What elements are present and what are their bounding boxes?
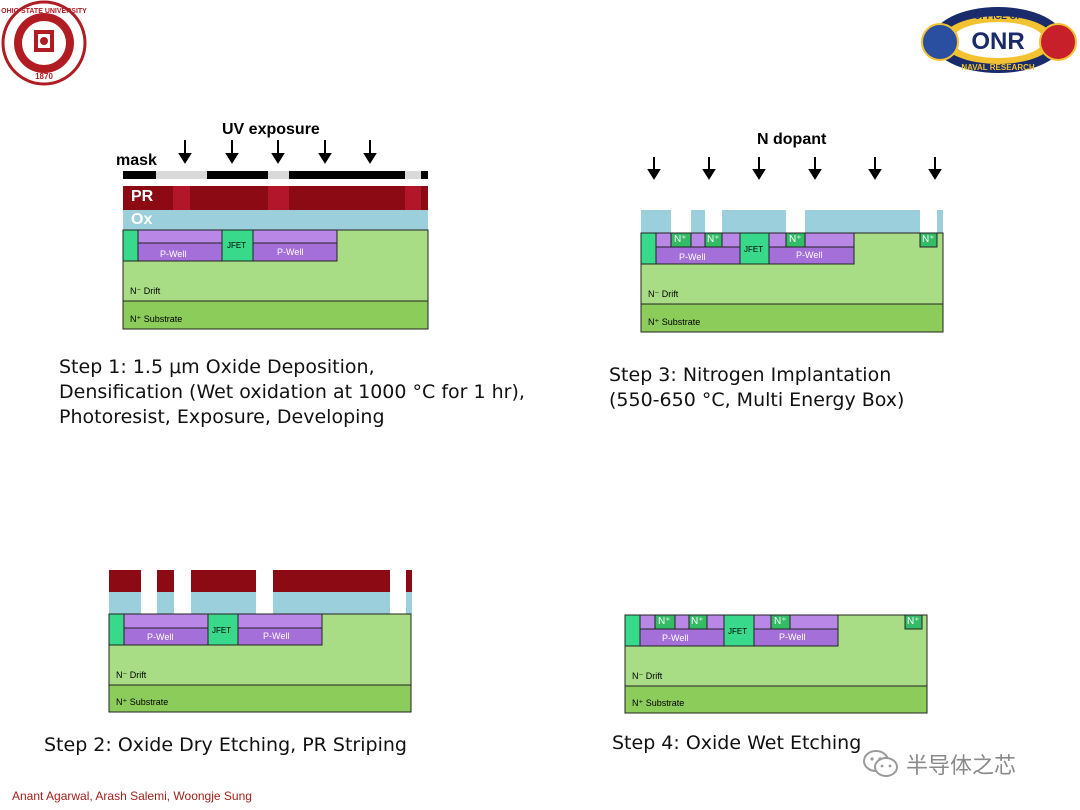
step1-caption-line2: Densification (Wet oxidation at 1000 °C … (59, 381, 525, 403)
wechat-icon (863, 750, 898, 777)
onr-bottom-text: NAVAL RESEARCH (961, 63, 1035, 72)
patterned-oxide (641, 210, 943, 234)
onr-logo: OFFICE OF ONR NAVAL RESEARCH (921, 7, 1077, 73)
step1-caption: Step 1: 1.5 μm Oxide Deposition, Densifi… (59, 355, 525, 430)
step2-pwell-right: P-Well (263, 631, 290, 641)
patterned-oxide (109, 592, 412, 614)
uv-arrows (178, 140, 377, 164)
oxide-layer (123, 210, 428, 230)
nplus-region (770, 614, 791, 630)
photoresist-layer (123, 186, 428, 210)
jfet-left (122, 229, 139, 262)
nplus-region (688, 614, 708, 630)
step3-jfet-label: JFET (744, 245, 764, 254)
step1-substrate-label: N⁺ Substrate (130, 314, 183, 324)
step4-nplus-4: N⁺ (907, 616, 920, 627)
step1-ox-label: Ox (131, 211, 153, 228)
step4-nplus-3: N⁺ (774, 616, 787, 627)
step4-diagram (624, 614, 928, 714)
step4-drift-label: N⁻ Drift (632, 671, 663, 681)
step3-nplus-2: N⁺ (707, 234, 720, 245)
n-dopant-arrows (647, 157, 942, 180)
step1-header: UV exposure (222, 121, 320, 138)
step4-jfet-label: JFET (728, 627, 748, 636)
step4-substrate-label: N⁺ Substrate (632, 698, 685, 708)
nplus-region (670, 232, 692, 248)
step4-caption: Step 4: Oxide Wet Etching (612, 732, 862, 754)
step2-substrate-label: N⁺ Substrate (116, 697, 169, 707)
step1-pwell-label-left: P-Well (160, 249, 187, 259)
step2-pwell-left: P-Well (147, 632, 174, 642)
step3-nplus-4: N⁺ (922, 234, 935, 245)
nplus-region (654, 614, 676, 630)
step4-pwell-right: P-Well (779, 632, 806, 642)
step3-caption-line1: Step 3: Nitrogen Implantation (609, 364, 892, 386)
onr-top-text: OFFICE OF (974, 11, 1022, 21)
step2-jfet-label: JFET (212, 626, 232, 635)
nplus-region (919, 232, 938, 248)
step3-drift-label: N⁻ Drift (648, 289, 679, 299)
step3-nplus-3: N⁺ (789, 234, 802, 245)
step1-pwell-label-right: P-Well (277, 247, 304, 257)
step4-nplus-1: N⁺ (658, 616, 671, 627)
step4-nplus-2: N⁺ (691, 616, 704, 627)
step4-pwell-left: P-Well (662, 633, 689, 643)
mask-bar (123, 171, 428, 179)
step3-nplus-1: N⁺ (674, 234, 687, 245)
step2-caption: Step 2: Oxide Dry Etching, PR Striping (44, 734, 407, 756)
step3-substrate-label: N⁺ Substrate (648, 317, 701, 327)
step3-caption-line2: (550-650 °C, Multi Energy Box) (609, 389, 905, 411)
nplus-region (704, 232, 723, 248)
onr-center-text: ONR (971, 28, 1024, 55)
jfet-center (221, 229, 254, 262)
nplus-region (904, 614, 923, 630)
step1-pr-label: PR (131, 188, 154, 205)
step2-drift-label: N⁻ Drift (116, 670, 147, 680)
step3-pwell-left: P-Well (679, 252, 706, 262)
step3-header: N dopant (757, 131, 827, 148)
step1-mask-label: mask (116, 152, 157, 169)
watermark-text: 半导体之芯 (906, 754, 1017, 779)
step3-pwell-right: P-Well (796, 250, 823, 260)
step3-caption: Step 3: Nitrogen Implantation (550-650 °… (609, 363, 904, 413)
ohio-state-logo: OHIO STATE UNIVERSITY 1870 (1, 0, 87, 86)
watermark: 半导体之芯 (862, 748, 1016, 780)
step3-diagram (640, 157, 944, 333)
logo-ring-text: OHIO STATE UNIVERSITY (1, 8, 87, 15)
step1-diagram (122, 140, 429, 330)
step1-jfet-label: JFET (227, 241, 247, 250)
nplus-region (785, 232, 806, 248)
logo-year: 1870 (35, 72, 53, 81)
step1-caption-line3: Photoresist, Exposure, Developing (59, 406, 385, 428)
patterned-pr (109, 570, 412, 592)
step1-drift-label: N⁻ Drift (130, 286, 161, 296)
step2-diagram (108, 570, 412, 713)
author-credits: Anant Agarwal, Arash Salemi, Woongje Sun… (12, 789, 252, 803)
substrate-region (122, 300, 429, 330)
step1-caption-line1: Step 1: 1.5 μm Oxide Deposition, (59, 356, 375, 378)
